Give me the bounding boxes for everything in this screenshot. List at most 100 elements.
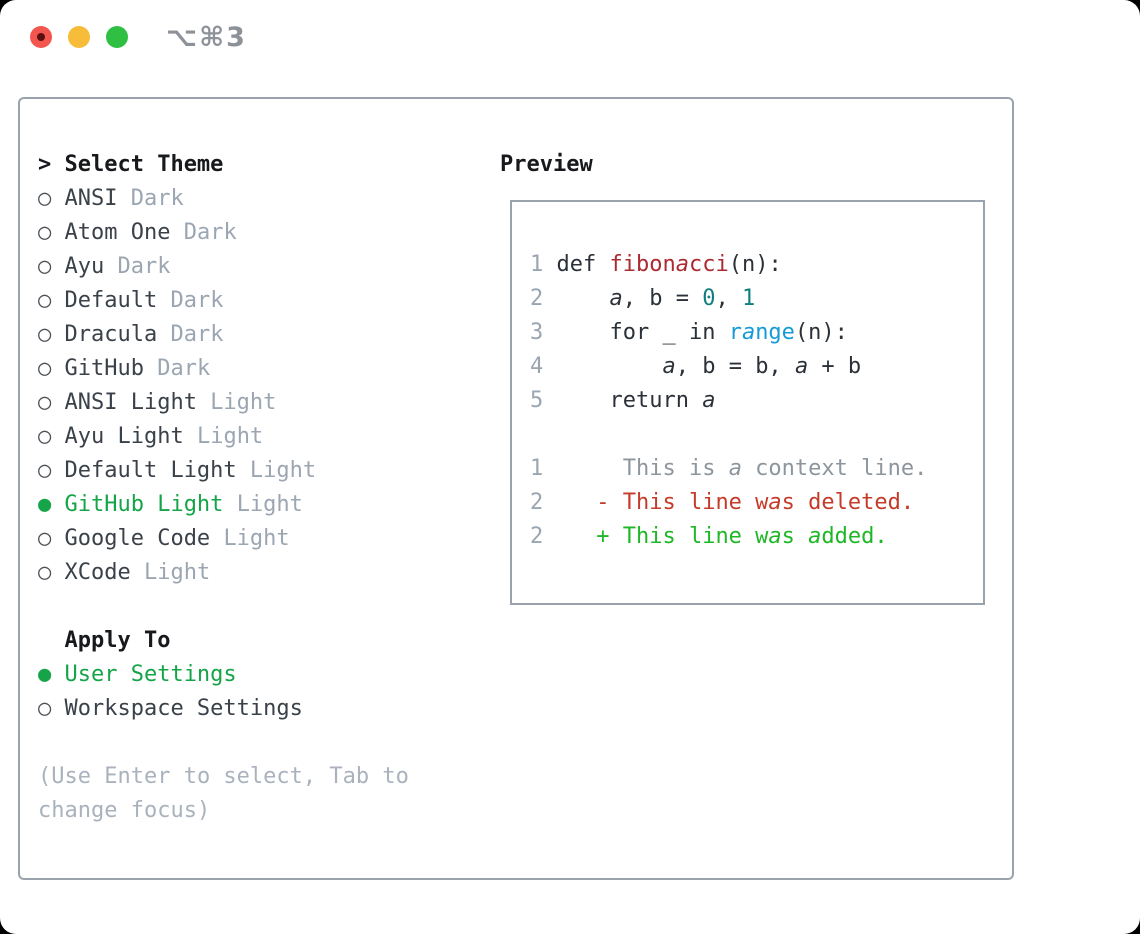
theme-option-label: Google Code bbox=[64, 526, 211, 551]
theme-option[interactable]: ○ Google Code Light bbox=[38, 522, 316, 556]
theme-variant-label: Dark bbox=[170, 288, 224, 313]
radio-unselected-icon: ○ bbox=[38, 220, 52, 245]
line-number: 2 bbox=[530, 524, 557, 549]
theme-option-label: Default bbox=[64, 288, 158, 313]
preview-line: 1 def fibonacci(n): bbox=[530, 248, 927, 282]
theme-option[interactable]: ○Atom One Dark bbox=[38, 216, 316, 250]
apply-option[interactable]: ○ Workspace Settings bbox=[38, 692, 303, 726]
theme-option[interactable]: ○ GitHub Dark bbox=[38, 352, 316, 386]
theme-variant-label: Dark bbox=[117, 254, 171, 279]
code-segment-del: - This line was deleted. bbox=[556, 490, 915, 515]
theme-variant-label: Light bbox=[236, 492, 303, 517]
theme-list: > Select Theme ○ ANSI Dark ○ Atom One Dark ○ A… bbox=[38, 148, 316, 590]
theme-variant-label: Light bbox=[249, 458, 317, 483]
apply-to-header: Apply To bbox=[38, 624, 303, 658]
preview-line: 3 for _ in range(n): bbox=[530, 316, 927, 350]
radio-unselected-icon: ○ bbox=[38, 390, 52, 415]
code-segment-func: fibonacci bbox=[609, 252, 729, 277]
radio-unselected-icon: ○ bbox=[38, 322, 52, 347]
radio-unselected-icon: ○ bbox=[38, 696, 52, 721]
theme-variant-label: Light bbox=[210, 390, 277, 415]
radio-unselected-icon: ○ bbox=[38, 186, 52, 211]
code-segment-code: def bbox=[556, 252, 610, 277]
radio-unselected-icon: ○ bbox=[38, 560, 52, 585]
theme-variant-label: Dark bbox=[157, 356, 211, 381]
select-theme-header-label: Select Theme bbox=[64, 152, 224, 177]
radio-unselected-icon: ○ bbox=[38, 458, 52, 483]
code-segment-add: + This line was added. bbox=[556, 524, 888, 549]
line-number: 1 bbox=[530, 252, 557, 277]
hint-line-1: (Use Enter to select, Tab to bbox=[38, 764, 409, 789]
radio-unselected-icon: ○ bbox=[38, 526, 52, 551]
theme-option[interactable]: ○ Default Light Light bbox=[38, 454, 316, 488]
traffic-light-dot-icon bbox=[37, 33, 45, 41]
line-number: 4 bbox=[530, 354, 557, 379]
theme-option[interactable]: ○ XCode Light bbox=[38, 556, 316, 590]
preview-line: 1 This is a context line. bbox=[530, 452, 927, 486]
theme-option-label: ANSI Light bbox=[64, 390, 197, 415]
theme-option[interactable]: ○Dracula Dark bbox=[38, 318, 316, 352]
traffic-light-close-button[interactable] bbox=[30, 26, 52, 48]
theme-variant-label: Dark bbox=[130, 186, 184, 211]
theme-option[interactable]: ●GitHub Light Light bbox=[38, 488, 316, 522]
code-segment-builtin: range bbox=[728, 320, 795, 345]
code-segment-code: , bbox=[715, 286, 742, 311]
theme-variant-label: Light bbox=[196, 424, 264, 449]
main-panel: >Select Theme ○ANSI Dark○Atom One Dark○A… bbox=[18, 97, 1014, 880]
select-theme-header: > Select Theme bbox=[38, 148, 316, 182]
theme-option-label: Ayu Light bbox=[64, 424, 184, 449]
code-segment-code: (n): bbox=[728, 252, 782, 277]
apply-option-label: Workspace Settings bbox=[64, 696, 303, 721]
theme-option[interactable]: ○ ANSI Light Light bbox=[38, 386, 316, 420]
apply-option-label: User Settings bbox=[64, 662, 237, 687]
theme-option-label: ANSI bbox=[64, 186, 118, 211]
code-segment-code: for _ in bbox=[556, 320, 729, 345]
theme-option[interactable]: ○ ANSI Dark bbox=[38, 182, 316, 216]
apply-to-section: Apply To ● User Settings ○ Workspace Settin… bbox=[38, 624, 303, 726]
preview-line: 2 + This line was added. bbox=[530, 520, 927, 554]
theme-variant-label: Dark bbox=[170, 322, 224, 347]
radio-unselected-icon: ○ bbox=[38, 356, 52, 381]
preview-line: 2 a, b = 0, 1 bbox=[530, 282, 927, 316]
traffic-light-zoom-button[interactable] bbox=[106, 26, 128, 48]
code-segment-code: a, b = bbox=[609, 286, 703, 311]
preview-line: 2 - This line was deleted. bbox=[530, 486, 927, 520]
hint-line-2: change focus) bbox=[38, 798, 211, 823]
theme-option[interactable]: ○ Default Dark bbox=[38, 284, 316, 318]
preview-line: 4 a, b = b, a + b bbox=[530, 350, 927, 384]
theme-option[interactable]: ○ Ayu Dark bbox=[38, 250, 316, 284]
line-number: 1 bbox=[530, 456, 557, 481]
code-segment-num: 0 bbox=[702, 286, 716, 311]
theme-option-label: Default Light bbox=[64, 458, 237, 483]
radio-selected-icon: ● bbox=[38, 662, 52, 687]
theme-option-label: Atom One bbox=[64, 220, 171, 245]
preview-line: 5 return a bbox=[530, 384, 927, 418]
traffic-light-minimize-button[interactable] bbox=[68, 26, 90, 48]
line-number: 2 bbox=[530, 286, 557, 311]
preview-header: Preview bbox=[500, 152, 593, 177]
code-segment-code: a, b = b, a + b bbox=[662, 354, 862, 379]
theme-option-label: Ayu bbox=[64, 254, 105, 279]
line-number: 3 bbox=[530, 320, 557, 345]
line-number: 2 bbox=[530, 490, 557, 515]
theme-option-label: XCode bbox=[64, 560, 131, 585]
hint-text: (Use Enter to select, Tab to change focu… bbox=[38, 760, 409, 828]
radio-unselected-icon: ○ bbox=[38, 254, 52, 279]
radio-unselected-icon: ○ bbox=[38, 288, 52, 313]
theme-variant-label: Light bbox=[223, 526, 290, 551]
preview-line bbox=[530, 418, 927, 452]
radio-unselected-icon: ○ bbox=[38, 424, 52, 449]
apply-to-header-label: Apply To bbox=[64, 628, 171, 653]
theme-option-label: GitHub bbox=[64, 356, 144, 381]
window-title: ⌥⌘3 bbox=[166, 22, 247, 53]
theme-option[interactable]: ○ Ayu Light Light bbox=[38, 420, 316, 454]
code-segment-ctx: This is a context line. bbox=[556, 456, 928, 481]
line-number: 5 bbox=[530, 388, 557, 413]
cursor-prefix-icon: > bbox=[38, 152, 52, 177]
theme-variant-label: Light bbox=[143, 560, 211, 585]
code-segment-num: 1 bbox=[741, 286, 756, 311]
apply-option[interactable]: ● User Settings bbox=[38, 658, 303, 692]
theme-option-label: GitHub Light bbox=[64, 492, 224, 517]
